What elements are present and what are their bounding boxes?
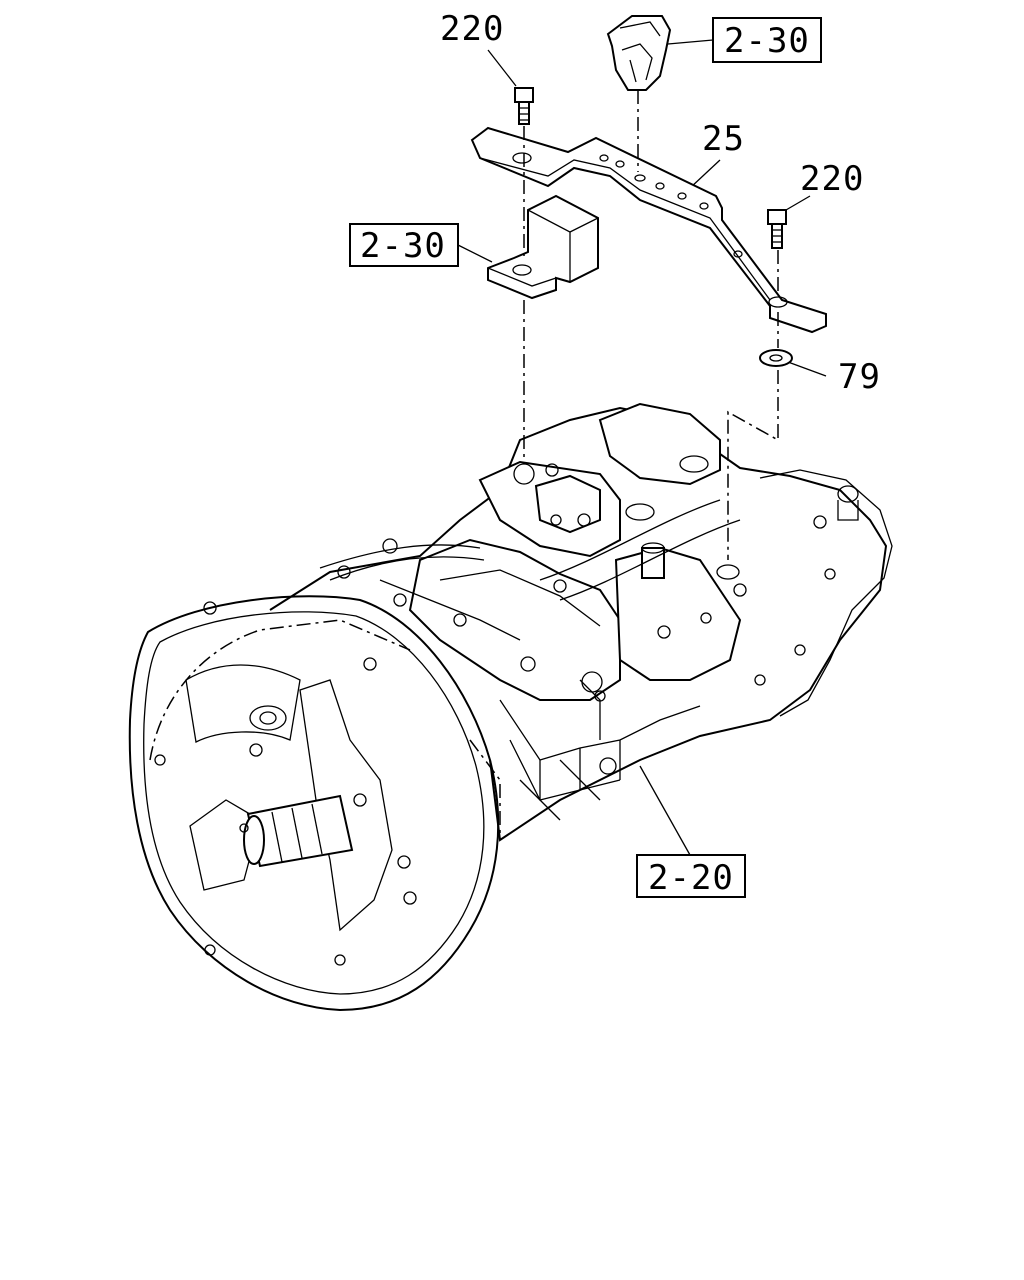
- callout-box: [349, 223, 459, 267]
- clip-part: [606, 15, 672, 91]
- callout-washer-79: 79: [787, 357, 881, 397]
- bolt-220-left: [514, 87, 534, 125]
- callout-bolt-220-top: 220: [440, 9, 517, 87]
- bolt-220-right: [767, 209, 787, 249]
- mount-block: [487, 194, 599, 300]
- callout-label: 220: [800, 159, 864, 199]
- transmission-assembly: [128, 402, 893, 1012]
- callout-bolt-220-right: 220: [785, 159, 864, 211]
- bracket-25: [470, 126, 827, 334]
- washer-79: [759, 349, 793, 367]
- callout-bracket-25: 25: [689, 119, 745, 189]
- callout-label: 2-30: [724, 21, 810, 61]
- callout-label: 2-20: [648, 858, 734, 898]
- callout-label: 25: [702, 119, 745, 159]
- callout-label: 2-30: [360, 226, 446, 266]
- callout-clip-2-30: 2-30: [667, 17, 822, 63]
- callout-label: 220: [440, 9, 504, 49]
- callout-mount-2-30: 2-30: [349, 223, 493, 267]
- callout-transmission-2-20: 2-20: [636, 765, 746, 898]
- callout-box: [636, 854, 746, 898]
- callout-label: 79: [838, 357, 881, 397]
- assembly-center-lines: [523, 90, 779, 560]
